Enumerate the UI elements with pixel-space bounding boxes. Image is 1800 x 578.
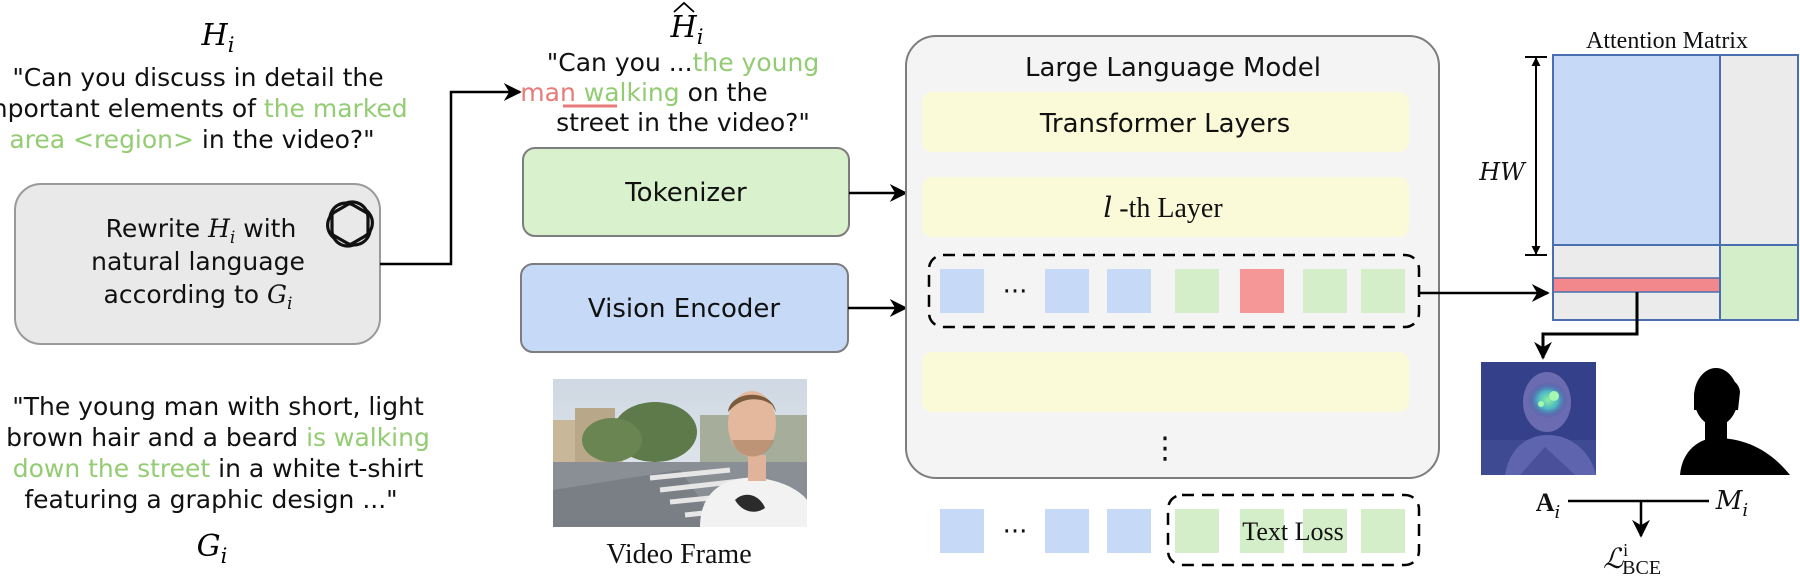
tokenizer-label: Tokenizer <box>624 178 747 208</box>
token-text-highlight <box>1240 269 1284 313</box>
output-token-visual <box>1045 509 1089 553</box>
attention-matrix <box>1552 54 1799 321</box>
h-question-line1: "Can you discuss in detail the <box>12 63 383 92</box>
output-token-text <box>1361 509 1405 553</box>
text-loss-frame <box>1166 493 1421 567</box>
hat-accent-icon <box>673 1 695 13</box>
svg-text:Hi: Hi <box>670 10 704 49</box>
rewrite-text: Rewrite Hi with natural language accordi… <box>91 214 305 314</box>
token-visual <box>940 269 984 313</box>
output-token-visual <box>940 509 984 553</box>
video-frame-label: Video Frame <box>606 539 751 570</box>
llm-title: Large Language Model <box>1025 53 1321 83</box>
output-token-row <box>940 509 1405 553</box>
h-question: "Can you discuss in detail the important… <box>0 63 408 154</box>
h-question-line3: area <region> in the video?" <box>9 125 374 154</box>
output-token-text <box>1303 509 1347 553</box>
vision-encoder-label: Vision Encoder <box>588 294 780 324</box>
output-token-visual <box>1107 509 1151 553</box>
mask-silhouette-image <box>1680 368 1790 475</box>
transformer-layers-label: Transformer Layers <box>1039 109 1290 139</box>
matrix-visual-block <box>1553 55 1720 245</box>
matrix-to-map-arrow <box>1534 292 1639 360</box>
hhat-line3: street in the video?" <box>556 108 810 137</box>
token-text <box>1175 269 1219 313</box>
hhat-question: "Can you ...the young man walking on the… <box>520 48 819 137</box>
output-token-text <box>1175 509 1219 553</box>
output-token-text <box>1240 509 1284 553</box>
hhat-symbol: Hi <box>670 1 704 49</box>
h-question-line2: important elements of the marked <box>0 94 408 123</box>
h-symbol: Hi <box>201 18 235 57</box>
matrix-text-block <box>1720 245 1798 320</box>
g-caption-line4: featuring a graphic design ..." <box>24 485 397 514</box>
token-visual <box>1045 269 1089 313</box>
vertical-ellipsis: ⋮ <box>1150 431 1180 466</box>
token-text <box>1303 269 1347 313</box>
matrix-highlight-row <box>1553 278 1720 292</box>
rewrite-line2: natural language <box>91 247 305 276</box>
transformer-layers-box <box>922 92 1409 152</box>
token-text <box>1361 269 1405 313</box>
g-caption: "The young man with short, light brown h… <box>6 392 430 514</box>
hhat-line2: man walking on the <box>520 78 767 107</box>
output-token-ellipsis: ··· <box>1003 517 1028 547</box>
lth-layer-label: l -th Layer <box>1103 191 1223 224</box>
token-sequence-frame <box>927 253 1421 329</box>
lth-layer-box <box>922 177 1409 237</box>
hhat-line1: "Can you ...the young <box>547 48 819 77</box>
rewrite-line1: Rewrite Hi with <box>106 214 297 248</box>
attention-a-label: Ai <box>1536 488 1561 523</box>
g-caption-line2: brown hair and a beard is walking <box>6 423 430 452</box>
g-caption-line3: down the street in a white t-shirt <box>13 454 424 483</box>
attention-map-image <box>1481 362 1596 475</box>
token-ellipsis: ··· <box>1003 277 1028 307</box>
token-row <box>940 269 1405 313</box>
hw-label: HW <box>1478 158 1527 186</box>
g-caption-line1: "The young man with short, light <box>12 392 424 421</box>
token-visual <box>1107 269 1151 313</box>
openai-logo-icon <box>326 200 374 248</box>
mask-m-label: Mi <box>1715 486 1748 521</box>
video-frame-image <box>553 379 807 527</box>
rewrite-to-hhat-arrow <box>380 83 522 266</box>
attention-matrix-title: Attention Matrix <box>1586 28 1748 54</box>
g-symbol: Gi <box>197 529 228 568</box>
text-loss-label: Text Loss <box>1242 517 1343 546</box>
rewrite-line3: according to Gi <box>104 280 293 314</box>
upper-layer-box <box>922 352 1409 412</box>
